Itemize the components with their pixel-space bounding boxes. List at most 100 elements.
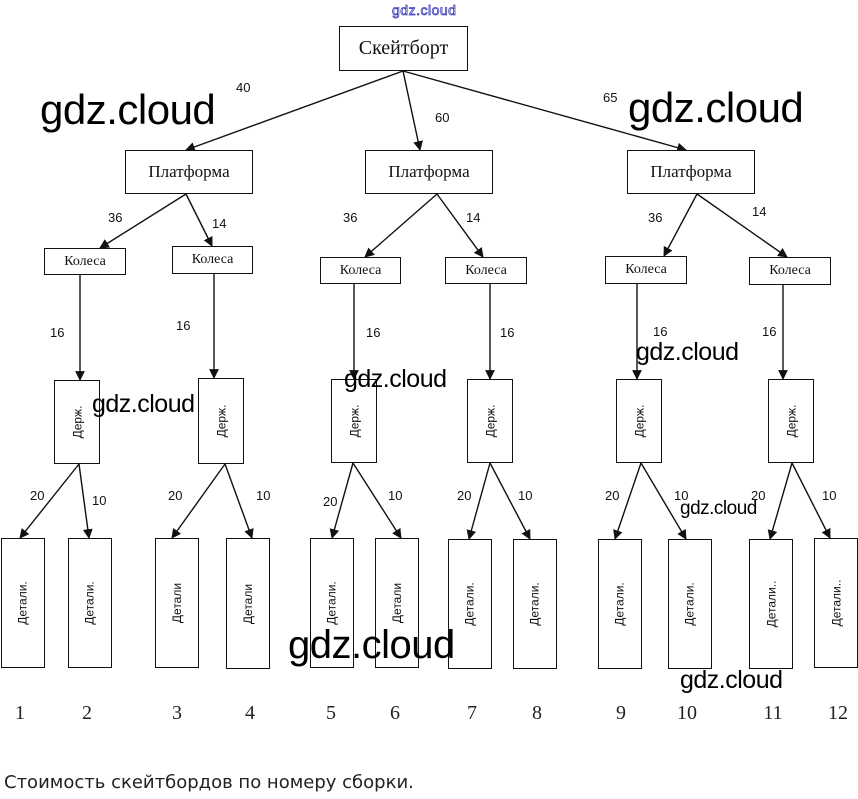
edge-root-platform-1-arrow <box>185 70 404 152</box>
holder-label: Держ. <box>483 404 497 438</box>
detail-label: Детали.. <box>764 580 778 628</box>
edge-label-platform3-wheels6: 14 <box>752 204 767 219</box>
detail-node-11: Детали.. <box>749 539 793 669</box>
watermark: gdz.cloud <box>92 390 195 418</box>
edge-label-root-platform-3: 65 <box>603 90 618 105</box>
detail-label: Детали <box>390 582 404 624</box>
edge-label-wheels1-holder1: 16 <box>50 325 65 340</box>
holder-label: Держ. <box>347 404 361 438</box>
platform-label: Платформа <box>148 162 230 181</box>
detail-node-1: Детали. <box>1 538 45 668</box>
detail-label: Детали <box>170 582 184 624</box>
wheels-label: Колеса <box>465 262 507 278</box>
platform-node-2: Платформа <box>365 150 493 194</box>
edge-platform1-wheels1-arrow <box>99 193 187 249</box>
edge-platform1-wheels2-arrow <box>185 193 213 247</box>
watermark-top: gdz.cloud <box>392 2 457 19</box>
holder-node-4: Держ. <box>467 379 513 463</box>
diagram-caption: Стоимость скейтбордов по номеру сборки. <box>4 772 414 793</box>
edge-label-holder5-detail9: 20 <box>605 488 620 503</box>
wheels-node-3: Колеса <box>320 257 401 284</box>
edge-label-holder3-detail5: 20 <box>323 494 338 509</box>
holder-label: Держ. <box>70 405 84 439</box>
edge-label-holder2-detail4: 10 <box>256 488 271 503</box>
edge-platform2-wheels3-arrow <box>364 193 438 258</box>
detail-node-9: Детали. <box>598 539 642 669</box>
wheels-label: Колеса <box>339 262 382 278</box>
edge-holder6-detail12-arrow <box>791 462 831 539</box>
edge-label-holder4-detail8: 10 <box>518 488 533 503</box>
holder-node-6: Держ. <box>768 379 814 463</box>
edge-label-wheels6-holder6: 16 <box>762 324 777 339</box>
edge-holder2-detail3-arrow <box>171 463 226 539</box>
detail-label: Детали. <box>683 582 698 626</box>
detail-label: Детали. <box>83 581 98 625</box>
holder-label: Держ. <box>784 404 798 438</box>
detail-label: Детали. <box>613 582 628 626</box>
assembly-number-10: 10 <box>677 702 697 724</box>
wheels-node-4: Колеса <box>445 257 527 284</box>
watermark: gdz.cloud <box>636 338 739 366</box>
edge-label-root-platform-1: 40 <box>236 80 251 95</box>
detail-node-12: Детали.. <box>814 538 858 668</box>
wheels-label: Колеса <box>191 252 234 267</box>
edge-label-platform1-wheels2: 14 <box>212 216 227 231</box>
holder-label: Держ. <box>632 404 646 438</box>
edge-label-holder6-detail11: 20 <box>751 488 766 503</box>
wheels-node-1: Колеса <box>44 248 126 275</box>
detail-label: Детали. <box>16 581 31 625</box>
assembly-number-4: 4 <box>245 702 255 724</box>
watermark: gdz.cloud <box>680 666 783 694</box>
edge-holder1-detail2-arrow <box>78 463 93 539</box>
edge-holder5-detail9-arrow <box>613 462 642 540</box>
edge-label-wheels5-holder5: 16 <box>653 324 668 339</box>
edge-holder1-detail1-arrow <box>19 463 80 539</box>
detail-node-7: Детали. <box>448 539 492 669</box>
holder-node-5: Держ. <box>616 379 662 463</box>
detail-node-5: Детали. <box>310 538 354 668</box>
assembly-number-12: 12 <box>828 702 848 724</box>
detail-label: Детали. <box>463 582 478 626</box>
holder-node-3: Держ. <box>331 379 377 463</box>
assembly-number-11: 11 <box>763 702 783 724</box>
platform-node-3: Платформа <box>627 150 755 194</box>
watermark: gdz.cloud <box>288 623 455 667</box>
root-node-skateboard: Скейтборт <box>339 26 468 71</box>
holder-node-1: Держ. <box>54 380 100 464</box>
edge-holder4-detail7-arrow <box>466 462 491 540</box>
edge-root-platform-2-arrow <box>402 70 423 151</box>
assembly-number-9: 9 <box>616 702 626 724</box>
edge-label-wheels2-holder2: 16 <box>176 318 191 333</box>
assembly-number-3: 3 <box>172 702 182 724</box>
holder-label: Держ. <box>214 404 228 438</box>
assembly-number-2: 2 <box>82 702 92 724</box>
edge-label-holder1-detail2: 10 <box>92 493 107 508</box>
assembly-number-7: 7 <box>467 702 477 724</box>
holder-node-2: Держ. <box>198 378 244 464</box>
wheels-node-5: Колеса <box>605 256 687 284</box>
detail-label: Детали.. <box>829 579 843 627</box>
watermark: gdz.cloud <box>344 365 447 393</box>
watermark: gdz.cloud <box>628 84 804 131</box>
edge-label-platform1-wheels1: 36 <box>108 210 123 225</box>
edge-holder2-detail4-arrow <box>224 463 254 539</box>
edge-label-platform2-wheels3: 36 <box>343 210 358 225</box>
detail-node-3: Детали <box>155 538 199 668</box>
wheels-node-2: Колеса <box>172 246 253 274</box>
edge-label-holder2-detail3: 20 <box>168 488 183 503</box>
edge-holder4-detail8-arrow <box>489 462 531 540</box>
detail-label: Детали <box>241 583 255 624</box>
detail-node-10: Детали. <box>668 539 712 669</box>
edge-label-holder4-detail7: 20 <box>457 488 472 503</box>
edge-label-holder1-detail1: 20 <box>30 488 45 503</box>
edge-label-root-platform-2: 60 <box>435 110 450 125</box>
assembly-number-6: 6 <box>390 702 400 724</box>
edge-holder6-detail11-arrow <box>767 462 793 540</box>
wheels-node-6: Колеса <box>749 257 831 285</box>
edge-platform3-wheels5-arrow <box>663 193 698 257</box>
edge-label-platform3-wheels5: 36 <box>648 210 663 225</box>
assembly-number-5: 5 <box>326 702 336 724</box>
platform-label: Платформа <box>388 162 470 181</box>
wheels-label: Колеса <box>769 263 811 278</box>
